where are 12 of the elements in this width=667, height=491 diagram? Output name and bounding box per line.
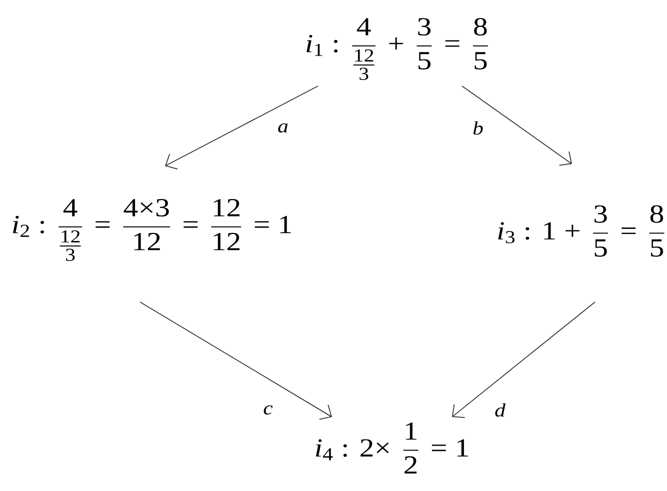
edge-label: b (472, 120, 484, 136)
equation: i$_{4}$ : 2× 1 2 = 1 (316, 422, 468, 474)
arrow (462, 86, 572, 166)
equation: i$_{3}$ : 1 + 3 5 = 8 5 (498, 205, 665, 257)
edge-label: a (276, 122, 290, 134)
edge-label: d (494, 402, 506, 418)
equation: i$_{2}$ : 4 12 3 = 4×3 12 = 12 12 = 1 (13, 199, 291, 261)
arrow (452, 302, 596, 418)
edge-label: c (262, 404, 274, 416)
arrow (165, 86, 318, 170)
equation: i$_{1}$ : 4 12 3 + 3 5 = 8 5 (306, 18, 488, 80)
arrow (140, 302, 332, 420)
